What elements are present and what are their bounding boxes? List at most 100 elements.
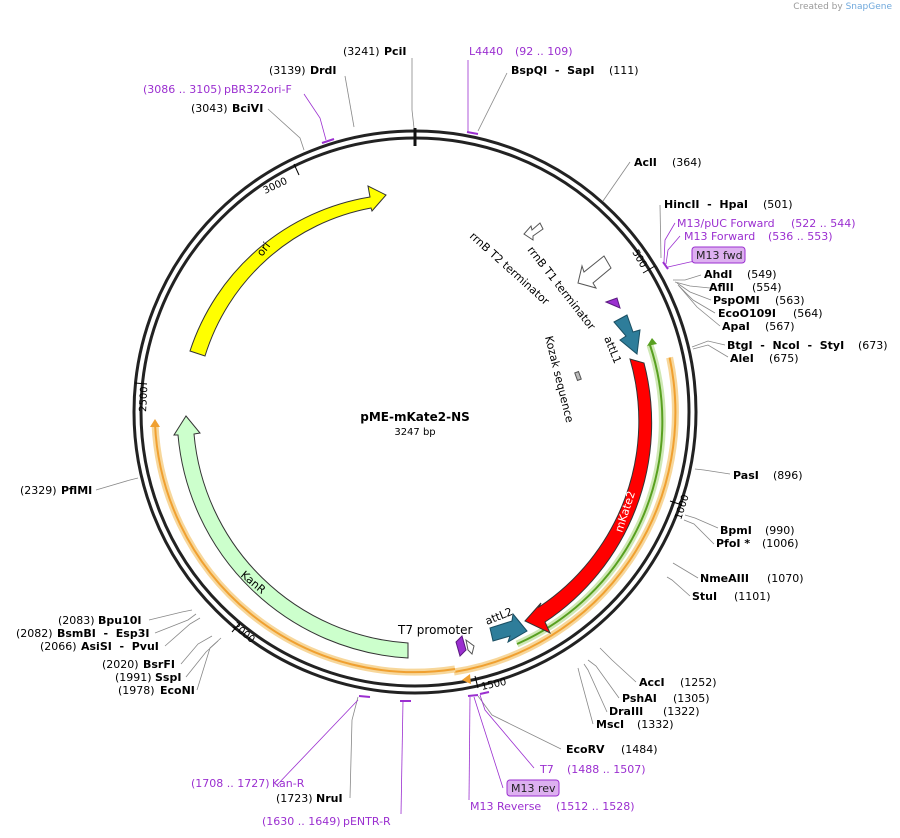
site-msci[interactable]: MscI (596, 718, 624, 731)
site-pos-econi: (1978) (118, 684, 155, 697)
primer-pentr-r[interactable]: pENTR-R (343, 815, 391, 828)
feature-label-attl1[interactable]: attL1 (601, 334, 624, 365)
primer-range-m13-puc-forward: (522 .. 544) (791, 217, 856, 230)
site-stui[interactable]: StuI (692, 590, 717, 603)
primer-m13-puc-forward[interactable]: M13/pUC Forward (677, 217, 775, 230)
rrnb-t1-terminator-arrow[interactable] (577, 255, 612, 289)
site-aflii[interactable]: AflII (709, 281, 734, 294)
primer-badge-m13-rev[interactable]: M13 rev (506, 779, 560, 797)
site-econi[interactable]: EcoNI (160, 684, 195, 697)
site-pos-alei: (675) (769, 352, 799, 365)
site-alei[interactable]: AleI (730, 352, 754, 365)
site-draiii[interactable]: DraIII (609, 705, 643, 718)
site-pcii[interactable]: PciI (384, 45, 406, 58)
primer-pbr322ori-f[interactable]: pBR322ori-F (224, 83, 292, 96)
site-pos-acli: (364) (672, 156, 702, 169)
primer-range-m13-forward: (536 .. 553) (768, 230, 833, 243)
t7-small-arrow (465, 638, 475, 655)
site-pos-pfoi: (1006) (762, 537, 799, 550)
primer-l4440[interactable]: L4440 (469, 45, 503, 58)
site-ahdi[interactable]: AhdI (704, 268, 732, 281)
primer-m13-reverse[interactable]: M13 Reverse (470, 800, 541, 813)
primer-site-marker-upper (604, 297, 621, 309)
orf-outer (453, 356, 679, 684)
primer-range-kan-r: (1708 .. 1727) (191, 777, 270, 790)
tick-1000 (669, 500, 683, 506)
site-bpu10i[interactable]: Bpu10I (98, 614, 142, 627)
site-pspomi[interactable]: PspOMI (713, 294, 760, 307)
site-pos-pshai: (1305) (673, 692, 710, 705)
site-nmeaiii[interactable]: NmeAIII (700, 572, 749, 585)
tick-1500 (474, 675, 479, 689)
attl2-arrow[interactable] (489, 612, 528, 644)
site-drdi[interactable]: DrdI (310, 64, 337, 77)
site-acli[interactable]: AclI (634, 156, 657, 169)
site-bspqi-sapi[interactable]: BspQI - SapI (511, 64, 594, 77)
site-btgi-ncoi-styi[interactable]: BtgI - NcoI - StyI (727, 339, 844, 352)
t7-promoter-arrow[interactable] (455, 635, 467, 657)
primer-range-l4440: (92 .. 109) (515, 45, 573, 58)
kanr-arrow[interactable] (173, 415, 409, 659)
site-pfoi[interactable]: PfoI * (716, 537, 750, 550)
site-pos-nmeaiii: (1070) (767, 572, 804, 585)
site-acci[interactable]: AccI (639, 676, 665, 689)
orf-kanr (150, 419, 456, 676)
primer-m13-fwd[interactable]: M13 fwd (696, 249, 743, 262)
tick-3000 (293, 163, 300, 176)
feature-label-kozak[interactable]: Kozak sequence (542, 335, 576, 425)
primer-kan-r[interactable]: Kan-R (272, 777, 305, 790)
primer-t7[interactable]: T7 (539, 763, 554, 776)
attl1-arrow[interactable] (613, 314, 641, 355)
primer-m13-forward[interactable]: M13 Forward (684, 230, 755, 243)
site-pos-stui: (1101) (734, 590, 771, 603)
site-pos-pspomi: (563) (775, 294, 805, 307)
primer-range-t7: (1488 .. 1507) (567, 763, 646, 776)
tick-label-2500: 2500 (138, 386, 150, 412)
site-nrui[interactable]: NruI (316, 792, 343, 805)
site-pos-aflii: (554) (752, 281, 782, 294)
site-bpmi[interactable]: BpmI (720, 524, 752, 537)
site-ecorv[interactable]: EcoRV (566, 743, 605, 756)
site-hincii-hpai[interactable]: HincII - HpaI (664, 198, 748, 211)
site-pos-acci: (1252) (680, 676, 717, 689)
plasmid-name[interactable]: pME-mKate2-NS (360, 410, 470, 424)
kozak-marker[interactable] (574, 370, 582, 382)
site-bsrfi[interactable]: BsrFI (143, 658, 175, 671)
orf-green (515, 338, 666, 648)
tick-2000 (231, 622, 241, 633)
rrnb-t2-terminator-arrow[interactable] (523, 222, 544, 241)
plasmid-length: 3247 bp (394, 427, 435, 438)
site-bsmbi-esp3i[interactable]: BsmBI - Esp3I (57, 627, 149, 640)
primer-bars (321, 131, 669, 702)
site-pasi[interactable]: PasI (733, 469, 759, 482)
ori-arrow[interactable] (189, 185, 387, 357)
site-pos-msci: (1332) (637, 718, 674, 731)
site-pos-draiii: (1322) (663, 705, 700, 718)
primer-labels: L4440 (92 .. 109) (3086 .. 3105) pBR322o… (143, 45, 856, 828)
tick-2500 (134, 382, 148, 385)
tick-label-3000: 3000 (262, 176, 290, 197)
site-pos-apai: (567) (765, 320, 795, 333)
primer-range-pentr-r: (1630 .. 1649) (262, 815, 341, 828)
primer-m13-rev[interactable]: M13 rev (511, 782, 556, 795)
snapgene-credit: Created by SnapGene (793, 2, 892, 12)
site-pshai[interactable]: PshAI (622, 692, 657, 705)
mkate2-arrow[interactable] (524, 358, 653, 635)
site-pos-bpu10i: (2083) (58, 614, 95, 627)
site-pflmi[interactable]: PflMI (61, 484, 92, 497)
primer-range-pbr322ori-f: (3086 .. 3105) (143, 83, 222, 96)
site-apai[interactable]: ApaI (722, 320, 750, 333)
site-bcivi[interactable]: BciVI (232, 102, 263, 115)
site-sspi[interactable]: SspI (155, 671, 181, 684)
site-asisi-pvui[interactable]: AsiSI - PvuI (81, 640, 159, 653)
feature-label-t7-promoter[interactable]: T7 promoter (397, 623, 473, 637)
site-pos-bpmi: (990) (765, 524, 795, 537)
site-pos-sspi: (1991) (115, 671, 152, 684)
site-pos-bspqi-sapi: (111) (609, 64, 639, 77)
site-pos-btgi-ncoi-styi: (673) (858, 339, 888, 352)
tick-label-1500: 1500 (480, 677, 507, 693)
primer-badge-m13-fwd[interactable]: M13 fwd (691, 246, 746, 264)
site-pos-bcivi: (3043) (191, 102, 228, 115)
site-ecoo109i[interactable]: EcoO109I (718, 307, 776, 320)
